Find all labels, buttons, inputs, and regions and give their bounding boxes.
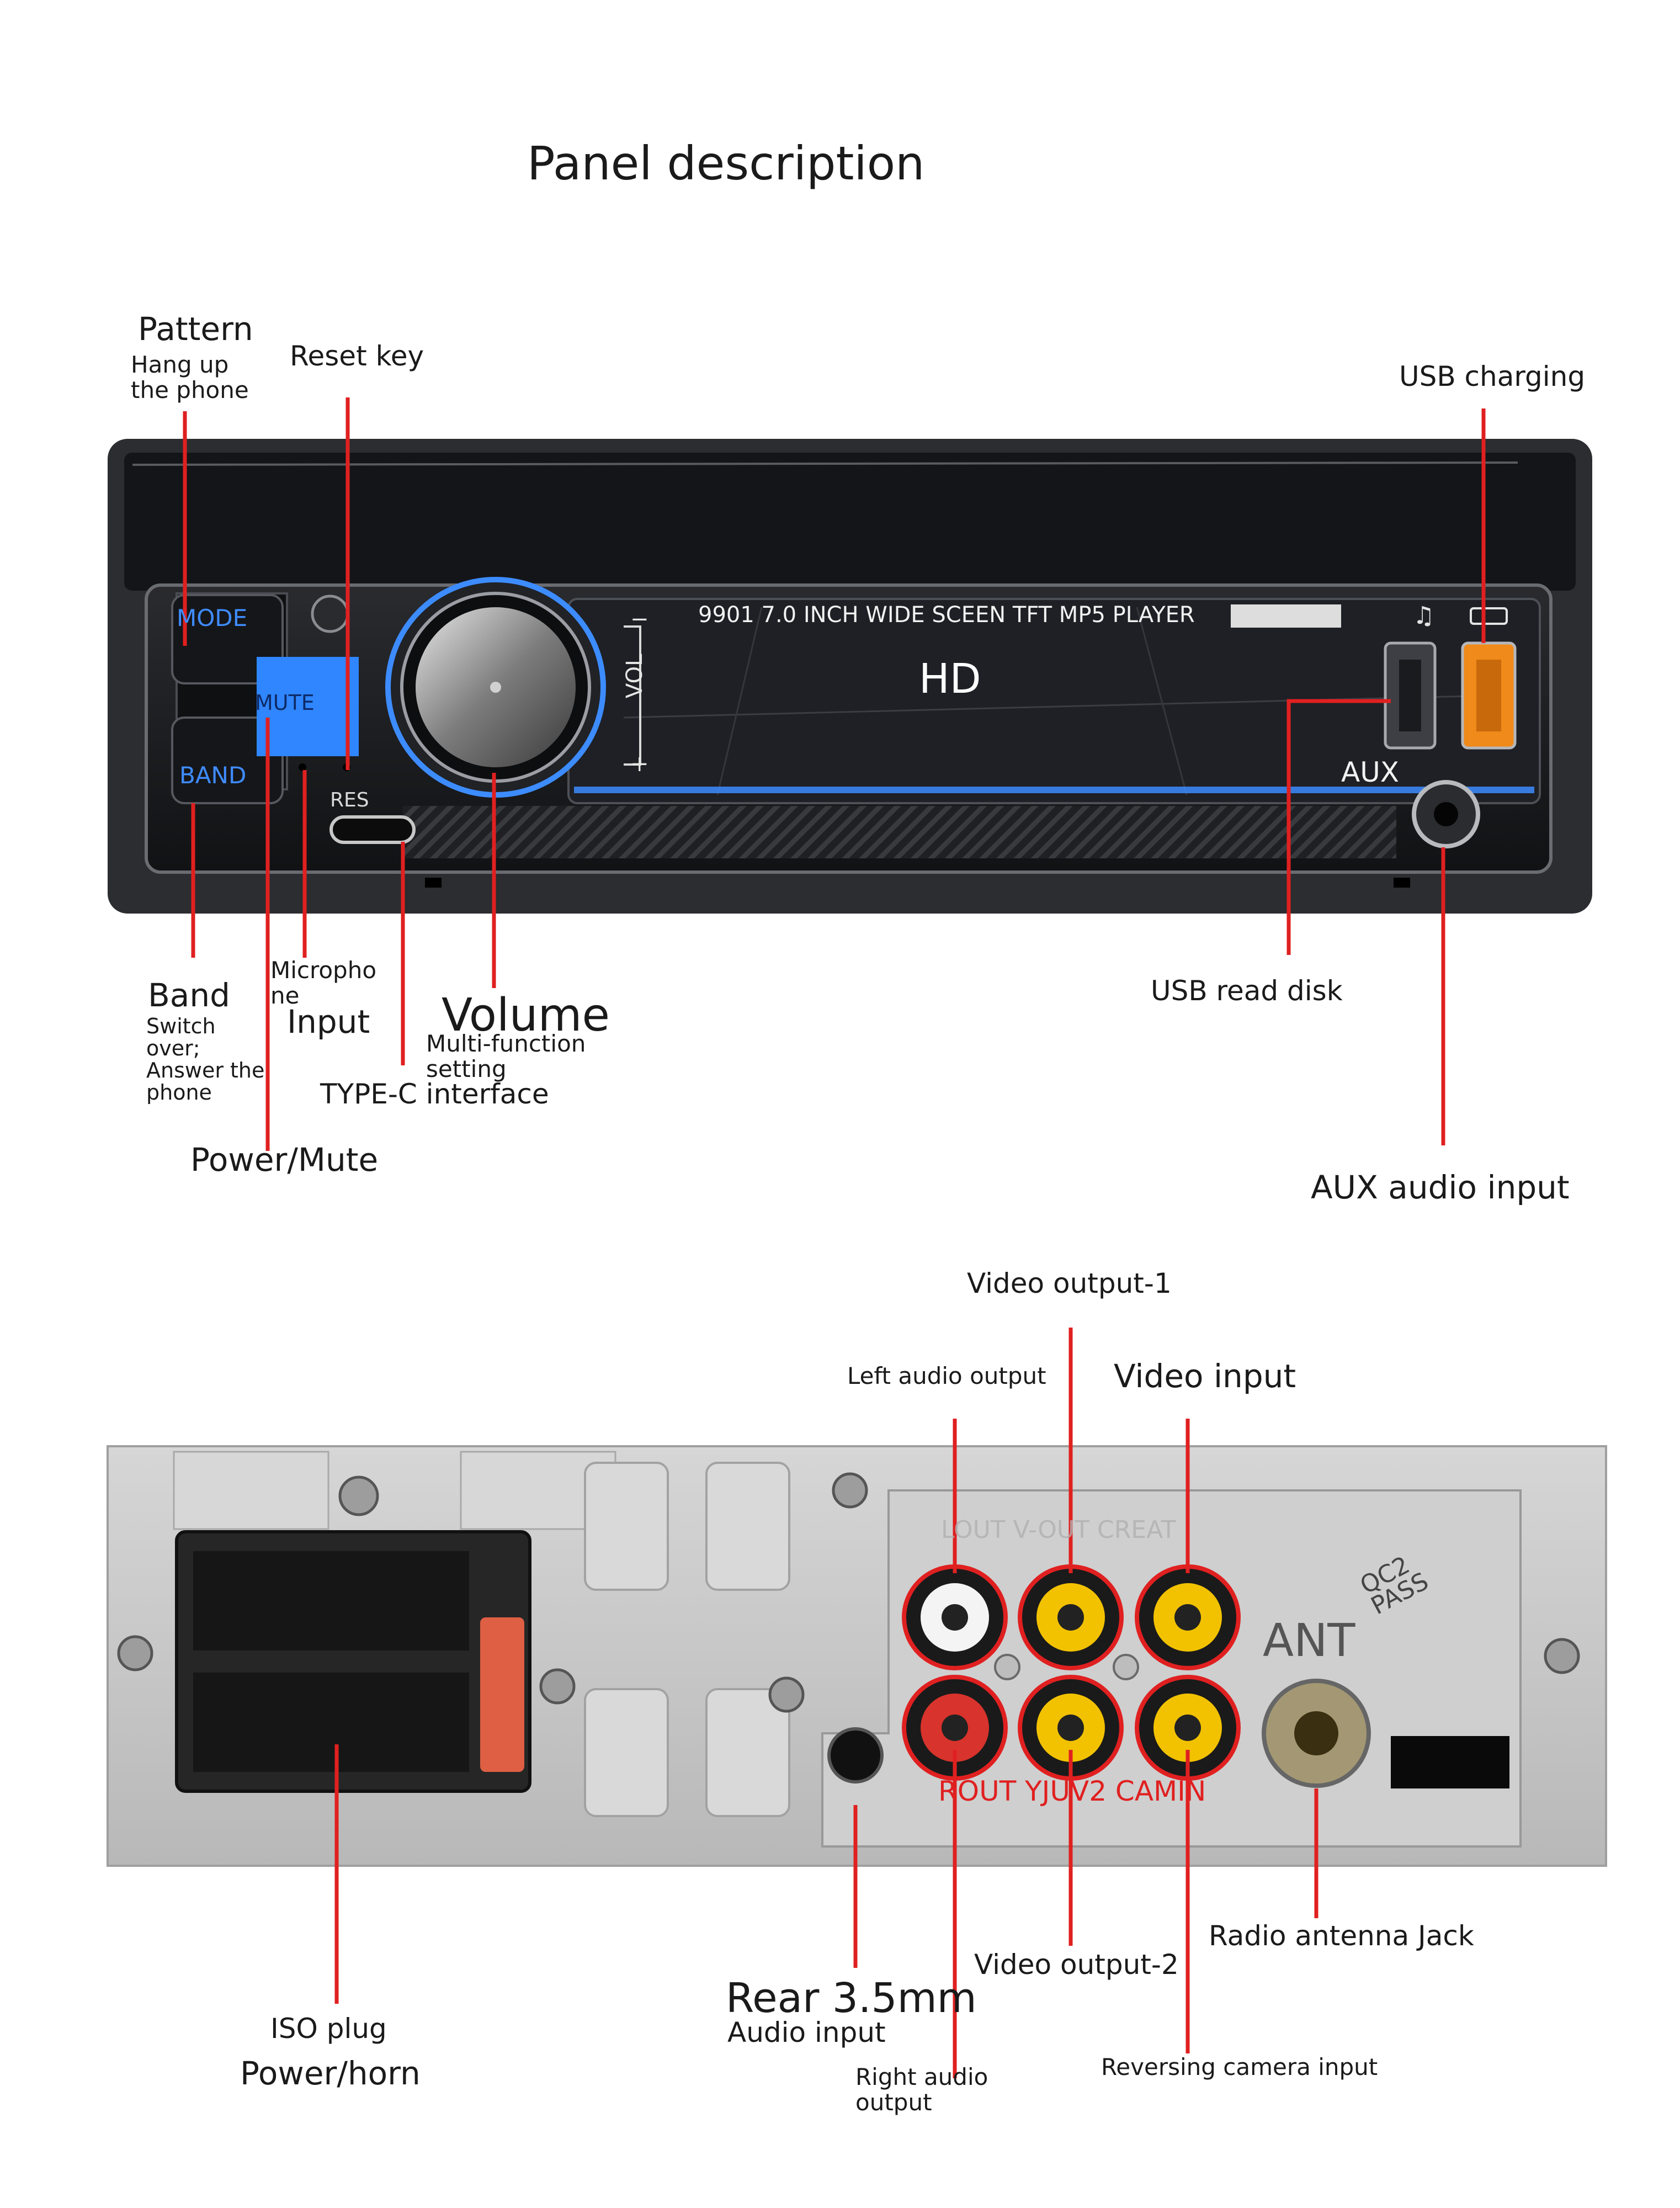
label-power-horn: Power/horn: [240, 2055, 421, 2092]
label-video-input: Video input: [1114, 1357, 1296, 1395]
battery-icon: [1470, 607, 1508, 625]
label-volume-sub: Multi-function setting: [426, 1030, 586, 1083]
label-aux-audio-input: AUX audio input: [1311, 1169, 1570, 1206]
label-input: Input: [287, 1003, 370, 1041]
label-usb-read-disk: USB read disk: [1151, 975, 1343, 1007]
label-rear-35mm: Rear 3.5mm: [726, 1975, 977, 2022]
rca-pin: [1174, 1604, 1201, 1631]
label-right-audio-output: Right audio output: [855, 2063, 988, 2116]
band-button-shape[interactable]: [171, 716, 284, 804]
reset-hole-icon: [311, 595, 349, 633]
label-band: Band: [148, 976, 230, 1014]
band-button-label: BAND: [179, 762, 247, 789]
black-label-block: [1391, 1736, 1509, 1788]
label-reset-key: Reset key: [290, 340, 424, 372]
label-type-c: TYPE-C interface: [320, 1078, 549, 1110]
mute-button-shape[interactable]: [257, 657, 359, 756]
front-panel: ♫: [108, 439, 1592, 914]
blue-light-strip: [574, 787, 1534, 793]
label-band-sub: Switch over; Answer the phone: [146, 1014, 265, 1105]
label-pattern-sub: Hang up the phone: [131, 351, 249, 404]
label-video-output-1: Video output-1: [967, 1267, 1172, 1299]
label-volume: Volume: [442, 989, 610, 1042]
rca-pin: [942, 1604, 968, 1631]
screw-icon: [1544, 1638, 1580, 1674]
fuse-icon: [480, 1617, 524, 1772]
rear-bottom-print: ROUT YJUV2 CAMIN: [938, 1775, 1206, 1807]
leader-usb-read: [1286, 699, 1391, 955]
rca-pin: [942, 1715, 968, 1741]
label-microphone: Microphone: [270, 957, 377, 1010]
mute-button-label: MUTE: [255, 691, 315, 715]
rca-pin: [1174, 1715, 1201, 1741]
screw-icon: [338, 1475, 379, 1516]
vol-text: VOL: [622, 654, 647, 698]
screw-icon: [539, 1668, 576, 1705]
rear-35mm-jack-icon: [827, 1727, 884, 1784]
leader-lines: [183, 397, 1486, 2078]
front-top-lid: [124, 453, 1576, 591]
ant-text: ANT: [1263, 1615, 1355, 1667]
label-iso-plug: ISO plug: [270, 2013, 387, 2045]
label-pattern: Pattern: [138, 310, 253, 348]
mode-button-shape[interactable]: [171, 594, 284, 684]
screw-icon: [768, 1676, 805, 1713]
rear-top-print: LOUT V-OUT CREAT: [941, 1516, 1176, 1544]
screen-model-text: 9901 7.0 INCH WIDE SCEEN TFT MP5 PLAYER: [698, 602, 1195, 628]
type-c-port-icon: [329, 815, 416, 844]
res-text: RES: [330, 789, 369, 811]
screw-icon: [117, 1635, 153, 1671]
label-rear-audio-input: Audio input: [727, 2016, 886, 2048]
rca-pin: [1057, 1604, 1084, 1631]
rear-panel: [107, 1445, 1607, 1867]
label-usb-charging: USB charging: [1399, 360, 1586, 392]
vol-plus-text: +: [630, 751, 649, 777]
screen-hd-text: HD: [919, 655, 981, 703]
mode-button-label: MODE: [177, 604, 248, 631]
label-power-mute: Power/Mute: [190, 1141, 379, 1179]
aux-text: AUX: [1341, 756, 1400, 788]
label-radio-antenna-jack: Radio antenna Jack: [1209, 1920, 1474, 1952]
label-video-output-2: Video output-2: [974, 1949, 1179, 1981]
display-highlight: [1231, 604, 1341, 628]
rca-jacks: [902, 1564, 1241, 1781]
label-reversing-camera-input: Reversing camera input: [1101, 2053, 1378, 2080]
rca-pin: [1057, 1715, 1084, 1741]
label-left-audio-output: Left audio output: [847, 1362, 1046, 1389]
music-note-icon: ♫: [1413, 602, 1434, 630]
page-title: Panel description: [527, 136, 925, 190]
vol-minus-text: −: [630, 607, 649, 632]
front-grille: [403, 806, 1396, 858]
screw-icon: [832, 1472, 868, 1509]
